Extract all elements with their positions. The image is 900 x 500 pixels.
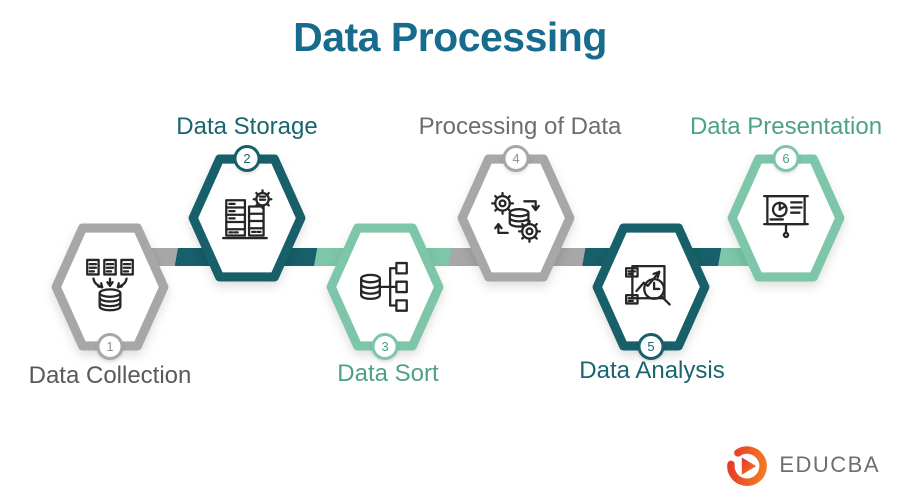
step-number-badge: 3 xyxy=(371,333,399,360)
educba-play-icon xyxy=(727,446,768,486)
step-label-data-collection: Data Collection xyxy=(28,362,192,389)
page-title: Data Processing xyxy=(293,14,607,60)
hexagon-shape xyxy=(51,223,169,351)
step-number-badge: 4 xyxy=(502,145,530,172)
presentation-pie-icon xyxy=(763,194,809,239)
hexagon-shape xyxy=(592,223,710,351)
server-rack-gear-icon xyxy=(222,189,273,240)
hexagon-shape xyxy=(188,154,306,282)
step-label-data-analysis: Data Analysis xyxy=(579,357,725,384)
step-label-processing-of-data: Processing of Data xyxy=(418,113,622,140)
hexagon-shape xyxy=(727,154,845,282)
step-number: 4 xyxy=(512,151,520,166)
educba-logo-text: EDUCBA xyxy=(779,452,880,477)
step-processing-of-data: 4 xyxy=(455,145,577,284)
chart-magnifier-icon xyxy=(625,265,671,306)
step-number-badge: 2 xyxy=(233,145,261,172)
step-data-presentation: 6 xyxy=(725,145,847,284)
step-number-badge: 6 xyxy=(772,145,800,172)
documents-to-database-icon xyxy=(86,258,134,312)
step-label-data-storage: Data Storage xyxy=(176,113,318,140)
database-tree-icon xyxy=(360,261,408,312)
step-number: 6 xyxy=(782,151,790,166)
step-label-data-presentation: Data Presentation xyxy=(689,113,883,140)
step-number: 5 xyxy=(647,339,655,354)
step-data-sort: 3 xyxy=(324,221,446,360)
step-data-analysis: 5 xyxy=(590,221,712,360)
step-number: 2 xyxy=(243,151,251,166)
step-data-collection: 1 xyxy=(49,221,171,360)
step-label-data-sort: Data Sort xyxy=(337,360,439,387)
hexagon-shape xyxy=(457,154,575,282)
step-data-storage: 2 xyxy=(186,145,308,284)
step-number-badge: 5 xyxy=(637,333,665,360)
step-number: 3 xyxy=(381,339,389,354)
gears-database-icon xyxy=(491,191,541,243)
educba-logo: EDUCBA xyxy=(724,442,880,488)
step-number: 1 xyxy=(106,339,114,354)
step-number-badge: 1 xyxy=(96,333,124,360)
